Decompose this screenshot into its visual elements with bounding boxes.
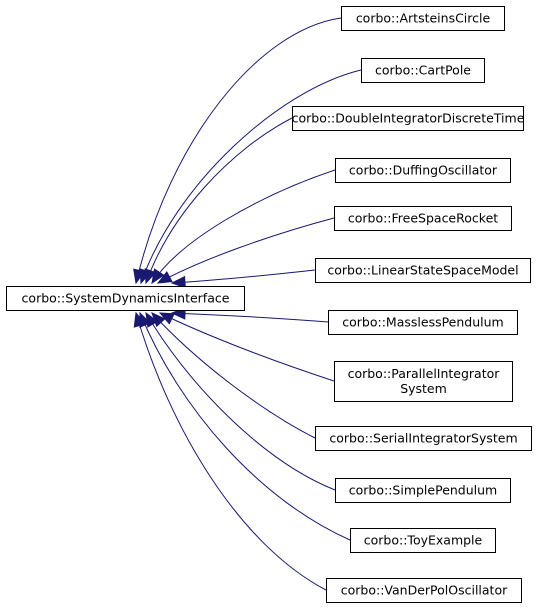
- class-node-free-space-rocket-label: corbo::FreeSpaceRocket: [348, 211, 498, 226]
- class-node-massless-pendulum-label: corbo::MasslessPendulum: [342, 315, 503, 330]
- arrowhead-free-space-rocket: [156, 270, 173, 284]
- class-node-double-integrator-discrete-time-box: [292, 106, 524, 131]
- inheritance-edge-linear-state-space-model: [171, 269, 316, 284]
- class-node-toy-example-label: corbo::ToyExample: [364, 533, 483, 548]
- class-node-serial-integrator-system-box: [315, 426, 532, 451]
- arrowhead-double-integrator-discrete-time: [144, 268, 157, 285]
- class-node-simple-pendulum-box: [335, 478, 511, 503]
- class-node-serial-integrator-system[interactable]: corbo::SerialIntegratorSystem: [315, 426, 532, 451]
- class-node-duffing-oscillator-label: corbo::DuffingOscillator: [349, 163, 498, 178]
- inheritance-edges: [135, 17, 362, 591]
- class-node-toy-example-box: [350, 528, 496, 553]
- class-node-cart-pole-label: corbo::CartPole: [375, 63, 471, 78]
- class-node-parallel-integrator-system-label: System: [400, 381, 447, 396]
- class-node-artsteins-circle-box: [341, 6, 505, 31]
- class-node-linear-state-space-model[interactable]: corbo::LinearStateSpaceModel: [315, 258, 531, 283]
- class-node-double-integrator-discrete-time-label: corbo::DoubleIntegratorDiscreteTime: [292, 111, 525, 126]
- class-node-free-space-rocket-box: [334, 206, 512, 231]
- inheritance-arrowheads: [133, 268, 186, 328]
- class-node-artsteins-circle-label: corbo::ArtsteinsCircle: [356, 11, 491, 26]
- class-node-linear-state-space-model-box: [315, 258, 531, 283]
- class-node-duffing-oscillator-box: [335, 158, 511, 183]
- class-node-double-integrator-discrete-time[interactable]: corbo::DoubleIntegratorDiscreteTime: [292, 106, 525, 131]
- arrowhead-duffing-oscillator: [151, 268, 165, 285]
- class-node-linear-state-space-model-label: corbo::LinearStateSpaceModel: [327, 263, 518, 278]
- inheritance-edge-toy-example: [139, 312, 351, 541]
- inheritance-edge-cart-pole: [140, 69, 362, 284]
- class-nodes: corbo::SystemDynamicsInterface corbo::Art…: [6, 6, 532, 603]
- class-node-base[interactable]: corbo::SystemDynamicsInterface: [6, 286, 245, 311]
- class-node-cart-pole-box: [361, 58, 485, 83]
- inheritance-edge-parallel-integrator-system: [159, 312, 335, 382]
- class-node-base-box: [6, 286, 245, 311]
- class-node-parallel-integrator-system-label: corbo::ParallelIntegrator: [348, 366, 501, 381]
- class-node-serial-integrator-system-label: corbo::SerialIntegratorSystem: [329, 431, 517, 446]
- class-node-van-der-pol-oscillator-box: [326, 578, 522, 603]
- inheritance-edge-duffing-oscillator: [151, 169, 336, 284]
- class-node-simple-pendulum[interactable]: corbo::SimplePendulum: [335, 478, 511, 503]
- inheritance-edge-free-space-rocket: [157, 217, 335, 284]
- inheritance-edge-van-der-pol-oscillator: [135, 312, 327, 591]
- class-node-van-der-pol-oscillator-label: corbo::VanDerPolOscillator: [341, 583, 508, 598]
- class-node-simple-pendulum-label: corbo::SimplePendulum: [349, 483, 497, 498]
- inheritance-edge-artsteins-circle: [135, 17, 342, 284]
- arrowhead-linear-state-space-model: [170, 275, 186, 289]
- inheritance-edge-serial-integrator-system: [151, 312, 316, 439]
- arrowhead-van-der-pol-oscillator: [133, 311, 146, 328]
- class-node-base-label: corbo::SystemDynamicsInterface: [22, 291, 230, 306]
- inheritance-edge-double-integrator-discrete-time: [145, 117, 293, 284]
- inheritance-edge-simple-pendulum: [145, 312, 336, 491]
- inheritance-edge-massless-pendulum: [171, 312, 329, 323]
- class-node-free-space-rocket[interactable]: corbo::FreeSpaceRocket: [334, 206, 512, 231]
- class-node-massless-pendulum[interactable]: corbo::MasslessPendulum: [328, 310, 518, 335]
- class-node-duffing-oscillator[interactable]: corbo::DuffingOscillator: [335, 158, 511, 183]
- class-node-parallel-integrator-system-box: [334, 361, 513, 402]
- class-node-artsteins-circle[interactable]: corbo::ArtsteinsCircle: [341, 6, 505, 31]
- class-node-cart-pole[interactable]: corbo::CartPole: [361, 58, 485, 83]
- class-node-massless-pendulum-box: [328, 310, 518, 335]
- class-node-toy-example[interactable]: corbo::ToyExample: [350, 528, 496, 553]
- class-node-van-der-pol-oscillator[interactable]: corbo::VanDerPolOscillator: [326, 578, 522, 603]
